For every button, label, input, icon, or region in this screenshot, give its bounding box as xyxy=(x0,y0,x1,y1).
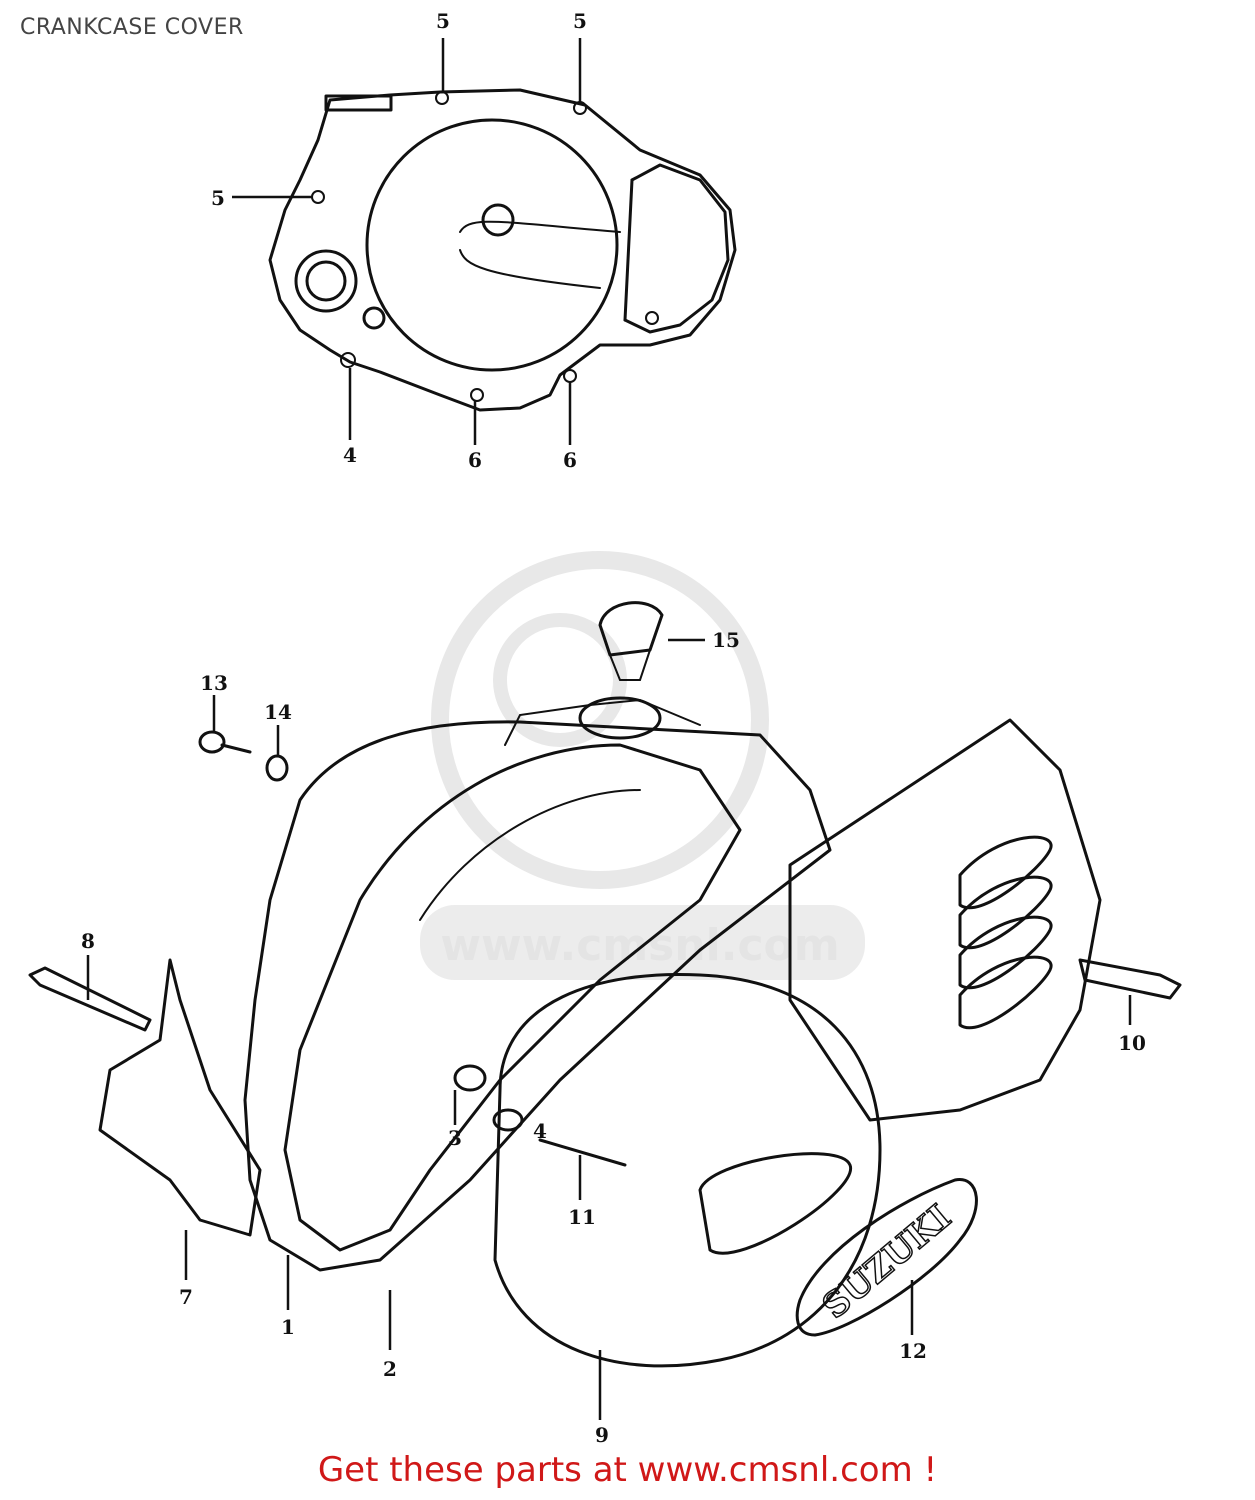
watermark-text: www.cmsnl.com xyxy=(440,920,839,971)
label-2: 2 xyxy=(383,1357,397,1381)
label-5-c: 5 xyxy=(211,186,225,210)
part-labels: 5 5 5 4 6 6 15 13 14 8 10 3 4 11 7 1 2 1… xyxy=(81,9,1146,1447)
leader-lines-bottom xyxy=(86,638,1132,1420)
label-3: 3 xyxy=(448,1126,462,1150)
footer-link[interactable]: Get these parts at www.cmsnl.com ! xyxy=(317,1450,938,1490)
label-9: 9 xyxy=(595,1423,609,1447)
watermark: www.cmsnl.com xyxy=(420,551,865,980)
label-14: 14 xyxy=(264,700,292,724)
leader-lines-top xyxy=(232,38,582,445)
label-11: 11 xyxy=(568,1205,596,1229)
label-13: 13 xyxy=(200,671,228,695)
label-6-b: 6 xyxy=(563,448,577,472)
label-8: 8 xyxy=(81,929,95,953)
label-12: 12 xyxy=(899,1339,927,1363)
label-15: 15 xyxy=(712,628,740,652)
label-5-b: 5 xyxy=(573,9,587,33)
badge-text: SUZUKI xyxy=(815,1197,959,1327)
label-1: 1 xyxy=(281,1315,295,1339)
label-7: 7 xyxy=(179,1285,193,1309)
label-4-top: 4 xyxy=(343,443,357,467)
inner-cover-drawing xyxy=(268,88,737,412)
label-6-a: 6 xyxy=(468,448,482,472)
page-title: CRANKCASE COVER xyxy=(20,15,244,40)
label-4-mid: 4 xyxy=(533,1119,547,1143)
label-5-a: 5 xyxy=(436,9,450,33)
label-10: 10 xyxy=(1118,1031,1146,1055)
